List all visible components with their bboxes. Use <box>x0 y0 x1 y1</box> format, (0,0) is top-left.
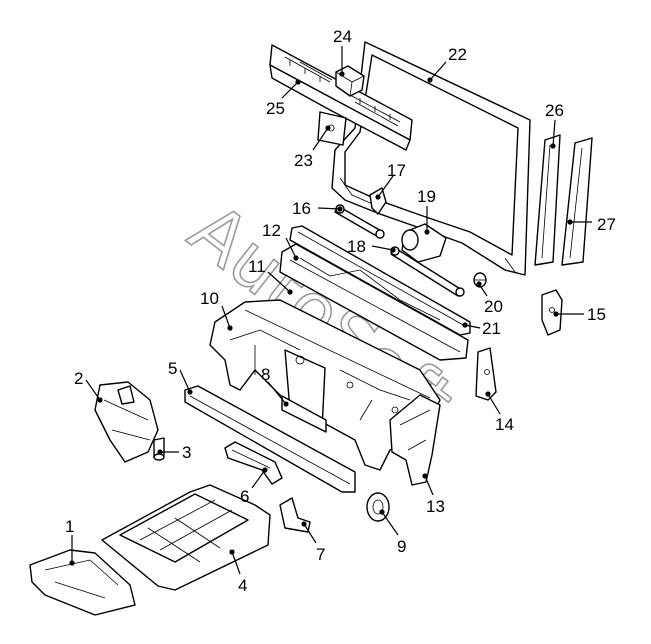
callout-2: 2 <box>74 369 83 388</box>
callout-19: 19 <box>417 187 436 206</box>
part-12-cowl-strip[interactable] <box>289 225 471 336</box>
callout-7: 7 <box>316 545 325 564</box>
part-27-a-pillar-trim[interactable] <box>561 137 593 266</box>
callout-3: 3 <box>182 443 191 462</box>
part-17-bracket[interactable] <box>369 187 387 215</box>
part-3-washer-pump[interactable] <box>153 437 165 461</box>
part-26-a-pillar-trim[interactable] <box>534 134 561 266</box>
callout-16: 16 <box>292 199 311 218</box>
callout-21: 21 <box>482 319 501 338</box>
part-2-washer-reservoir[interactable] <box>94 381 159 463</box>
callout-27: 27 <box>597 215 616 234</box>
callout-13: 13 <box>426 497 445 516</box>
callout-6: 6 <box>240 487 249 506</box>
callout-17: 17 <box>387 161 406 180</box>
callout-25: 25 <box>266 99 285 118</box>
part-19-motor[interactable] <box>401 223 447 263</box>
part-22-windscreen-frame[interactable] <box>331 41 531 276</box>
part-14-bracket[interactable] <box>475 347 497 401</box>
callout-10: 10 <box>200 289 219 308</box>
part-15-bracket[interactable] <box>541 289 563 336</box>
part-1-front-tray[interactable] <box>29 549 136 616</box>
part-8-bracket[interactable] <box>281 395 327 433</box>
leader-lines <box>71 46 592 575</box>
part-16-rod[interactable] <box>334 204 385 239</box>
part-6-air-duct[interactable] <box>224 441 283 485</box>
callout-1: 1 <box>65 517 74 536</box>
callout-9: 9 <box>397 537 406 556</box>
part-4-floor-tray[interactable] <box>101 484 271 591</box>
callout-18: 18 <box>347 237 366 256</box>
callout-22: 22 <box>448 45 467 64</box>
callout-8: 8 <box>261 365 270 384</box>
part-21-cowl-top-panel[interactable] <box>279 243 469 361</box>
callout-5: 5 <box>168 359 177 378</box>
callout-numbers: 24 22 25 23 26 27 17 16 19 18 20 21 12 1… <box>65 27 616 595</box>
callout-15: 15 <box>587 305 606 324</box>
callout-11: 11 <box>248 257 266 276</box>
callout-24: 24 <box>333 27 352 46</box>
part-5-crossmember[interactable] <box>184 385 356 493</box>
callout-23: 23 <box>294 151 313 170</box>
part-13-side-bracket[interactable] <box>389 394 441 486</box>
part-23-plate[interactable] <box>317 111 347 146</box>
callout-20: 20 <box>484 297 503 316</box>
callout-4: 4 <box>238 576 247 595</box>
part-25-cowl-panel[interactable] <box>269 44 413 151</box>
leader-dots <box>69 71 573 566</box>
callout-14: 14 <box>495 415 514 434</box>
callout-12: 12 <box>262 221 281 240</box>
callout-26: 26 <box>545 101 564 120</box>
